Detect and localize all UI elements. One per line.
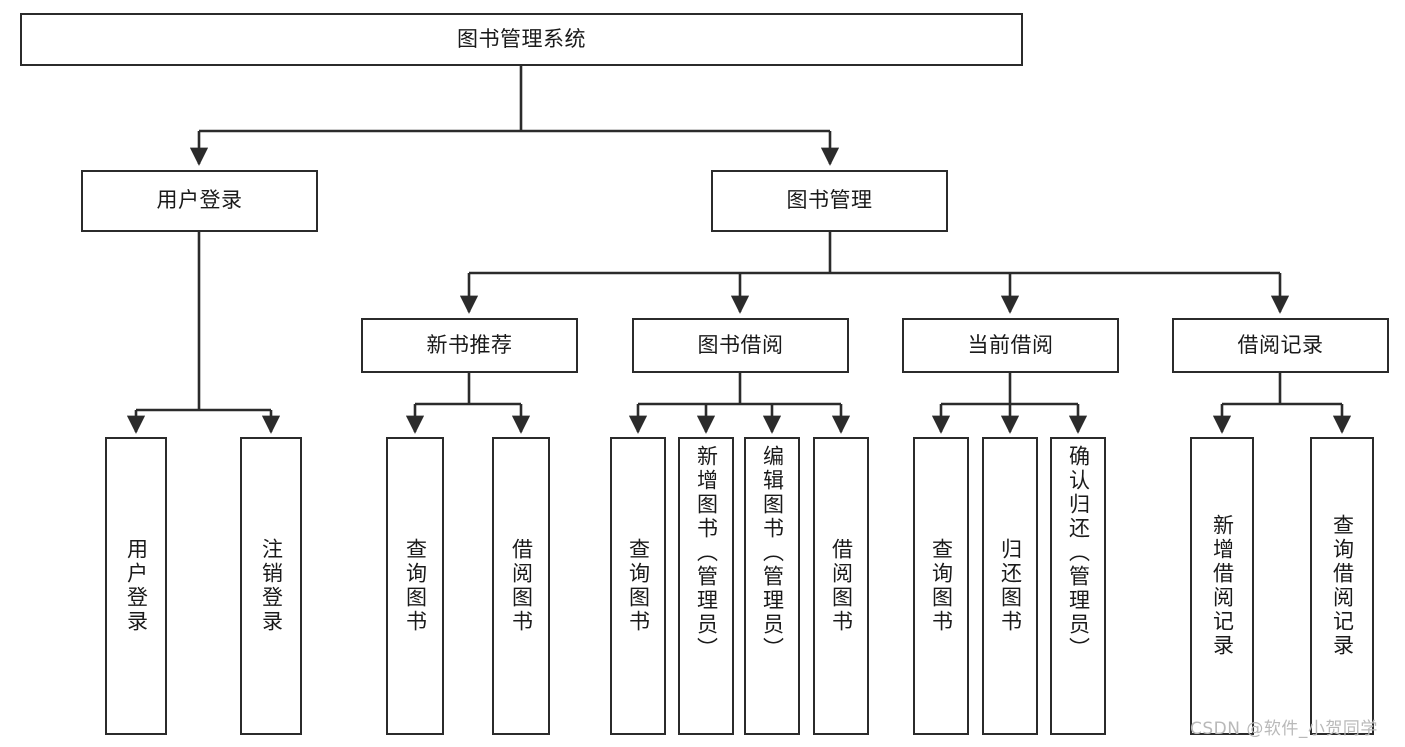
node-user-login[interactable]: 用户登录: [81, 170, 318, 232]
node-label: 借阅图书: [509, 538, 534, 634]
node-book-borrow[interactable]: 图书借阅: [632, 318, 849, 373]
node-label: 借阅记录: [1237, 332, 1324, 357]
node-label: 用户登录: [124, 538, 149, 634]
leaf-user-login-logout[interactable]: 注销登录: [240, 437, 302, 735]
leaf-borrow-add-book-admin[interactable]: 新增图书（管理员）: [678, 437, 734, 735]
leaf-borrow-edit-book-admin[interactable]: 编辑图书（管理员）: [744, 437, 800, 735]
leaf-recommend-query-book[interactable]: 查询图书: [386, 437, 444, 735]
node-label: 归还图书: [998, 538, 1023, 634]
node-label: 新增借阅记录: [1210, 514, 1235, 658]
node-label: 查询图书: [626, 538, 651, 634]
node-borrow-record[interactable]: 借阅记录: [1172, 318, 1389, 373]
node-label: 查询图书: [929, 538, 954, 634]
node-root-system[interactable]: 图书管理系统: [20, 13, 1023, 66]
node-label: 新书推荐: [426, 332, 513, 357]
node-label: 编辑图书（管理员）: [760, 445, 785, 661]
node-label: 新增图书（管理员）: [694, 445, 719, 661]
leaf-borrow-borrow-book[interactable]: 借阅图书: [813, 437, 869, 735]
node-label: 用户登录: [156, 188, 243, 213]
node-label: 查询图书: [403, 538, 428, 634]
node-label: 注销登录: [259, 538, 284, 634]
node-new-book-recommend[interactable]: 新书推荐: [361, 318, 578, 373]
node-label: 借阅图书: [829, 538, 854, 634]
node-label: 确认归还（管理员）: [1066, 445, 1091, 661]
leaf-user-login-login[interactable]: 用户登录: [105, 437, 167, 735]
node-book-management[interactable]: 图书管理: [711, 170, 948, 232]
leaf-record-add-record[interactable]: 新增借阅记录: [1190, 437, 1254, 735]
leaf-current-confirm-return-admin[interactable]: 确认归还（管理员）: [1050, 437, 1106, 735]
node-current-borrow[interactable]: 当前借阅: [902, 318, 1119, 373]
leaf-current-query-book[interactable]: 查询图书: [913, 437, 969, 735]
watermark-text: CSDN @软件_小贺同学: [1190, 719, 1378, 739]
leaf-recommend-borrow-book[interactable]: 借阅图书: [492, 437, 550, 735]
leaf-current-return-book[interactable]: 归还图书: [982, 437, 1038, 735]
node-label: 图书管理系统: [457, 26, 586, 51]
leaf-record-query-record[interactable]: 查询借阅记录: [1310, 437, 1374, 735]
node-label: 图书管理: [786, 188, 873, 213]
node-label: 查询借阅记录: [1330, 514, 1355, 658]
leaf-borrow-query-book[interactable]: 查询图书: [610, 437, 666, 735]
node-label: 当前借阅: [967, 332, 1054, 357]
node-label: 图书借阅: [697, 332, 784, 357]
